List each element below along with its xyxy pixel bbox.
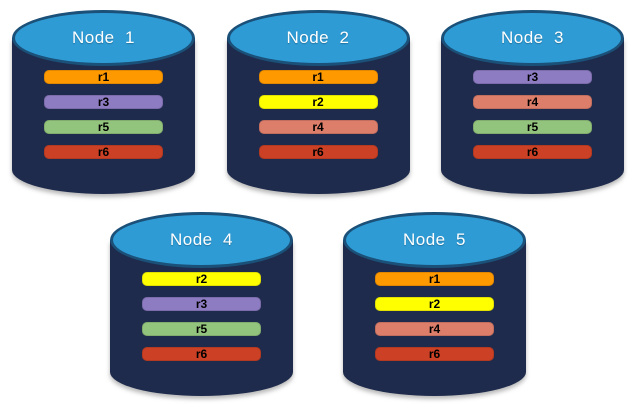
replica-bar-r6: r6 bbox=[44, 145, 163, 159]
replica-bar-r6: r6 bbox=[142, 347, 261, 361]
node-row-bottom: Node 4 r2 r3 r5 r6 Node 5 r1 r2 r4 r6 bbox=[0, 212, 636, 396]
replica-bar-r3: r3 bbox=[44, 95, 163, 109]
replica-bar-r4: r4 bbox=[258, 120, 378, 134]
node-cylinder: Node 5 r1 r2 r4 r6 bbox=[343, 212, 526, 396]
replica-list: r2 r3 r5 r6 bbox=[142, 272, 261, 361]
cylinder-top-ellipse: Node 1 bbox=[12, 10, 195, 66]
node-cylinder: Node 3 r3 r4 r5 r6 bbox=[441, 10, 624, 194]
replica-bar-r1: r1 bbox=[44, 70, 163, 84]
node-label: Node 3 bbox=[500, 28, 565, 47]
replica-bar-r4: r4 bbox=[473, 95, 592, 109]
replica-bar-r3: r3 bbox=[473, 70, 592, 84]
replica-list: r1 r2 r4 r6 bbox=[375, 272, 494, 361]
replica-bar-r6: r6 bbox=[258, 145, 378, 159]
cylinder-top-ellipse: Node 3 bbox=[441, 10, 624, 66]
cylinder-top-ellipse: Node 4 bbox=[110, 212, 293, 268]
node-label: Node 5 bbox=[402, 230, 467, 249]
cylinder-top-ellipse: Node 2 bbox=[226, 10, 410, 66]
replica-bar-r2: r2 bbox=[258, 95, 378, 109]
replica-bar-r1: r1 bbox=[258, 70, 378, 84]
replica-bar-r2: r2 bbox=[142, 272, 261, 286]
replica-bar-r5: r5 bbox=[142, 322, 261, 336]
replica-bar-r4: r4 bbox=[375, 322, 494, 336]
node-row-top: Node 1 r1 r3 r5 r6 Node 2 r1 r2 r4 r6 Node 3 r… bbox=[12, 10, 624, 194]
replica-bar-r6: r6 bbox=[473, 145, 592, 159]
node-cylinder: Node 4 r2 r3 r5 r6 bbox=[110, 212, 293, 396]
cylinder-top-ellipse: Node 5 bbox=[343, 212, 526, 268]
node-label: Node 1 bbox=[71, 28, 136, 47]
replica-list: r3 r4 r5 r6 bbox=[473, 70, 592, 159]
node-label: Node 4 bbox=[169, 230, 234, 249]
replica-bar-r5: r5 bbox=[473, 120, 592, 134]
node-label: Node 2 bbox=[286, 28, 350, 47]
replica-bar-r6: r6 bbox=[375, 347, 494, 361]
node-cylinder: Node 1 r1 r3 r5 r6 bbox=[12, 10, 195, 194]
replica-bar-r1: r1 bbox=[375, 272, 494, 286]
replica-list: r1 r2 r4 r6 bbox=[258, 70, 378, 159]
replica-bar-r5: r5 bbox=[44, 120, 163, 134]
replica-bar-r3: r3 bbox=[142, 297, 261, 311]
replica-list: r1 r3 r5 r6 bbox=[44, 70, 163, 159]
replica-bar-r2: r2 bbox=[375, 297, 494, 311]
node-cylinder: Node 2 r1 r2 r4 r6 bbox=[226, 10, 410, 194]
